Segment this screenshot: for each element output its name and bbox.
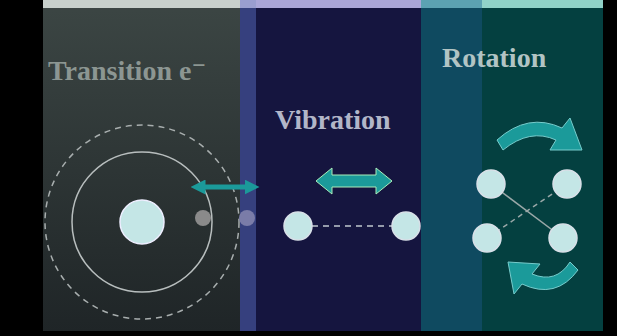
band-title: Rotation	[442, 42, 546, 74]
atom	[473, 224, 501, 252]
nucleus	[120, 200, 164, 244]
top-strip	[240, 0, 256, 8]
bond	[312, 225, 392, 227]
panel-vibration	[256, 0, 421, 331]
electron-excited	[239, 210, 255, 226]
top-strip	[482, 0, 603, 8]
spectrum-band: Transition e⁻	[43, 55, 256, 105]
band-title: Vibration	[275, 104, 391, 136]
inner-orbit	[72, 152, 212, 292]
rotation-arrow	[497, 118, 582, 150]
spectrum-band: Rotation	[421, 42, 603, 92]
band-title: Transition e⁻	[48, 55, 206, 87]
top-strip	[43, 0, 240, 8]
atom	[549, 224, 577, 252]
outer-orbit	[45, 125, 239, 319]
vibration-arrow	[316, 168, 392, 194]
electron	[195, 210, 211, 226]
atom	[477, 170, 505, 198]
panel-electronic	[43, 0, 240, 331]
spectrum-band: Vibration	[256, 104, 421, 154]
top-strip	[256, 0, 421, 8]
transition-arrow	[198, 185, 252, 190]
panel-overlap	[240, 0, 256, 331]
top-strip	[421, 0, 482, 8]
atom	[553, 170, 581, 198]
rotation-arrow	[508, 262, 578, 294]
atom	[392, 212, 420, 240]
atom	[284, 212, 312, 240]
